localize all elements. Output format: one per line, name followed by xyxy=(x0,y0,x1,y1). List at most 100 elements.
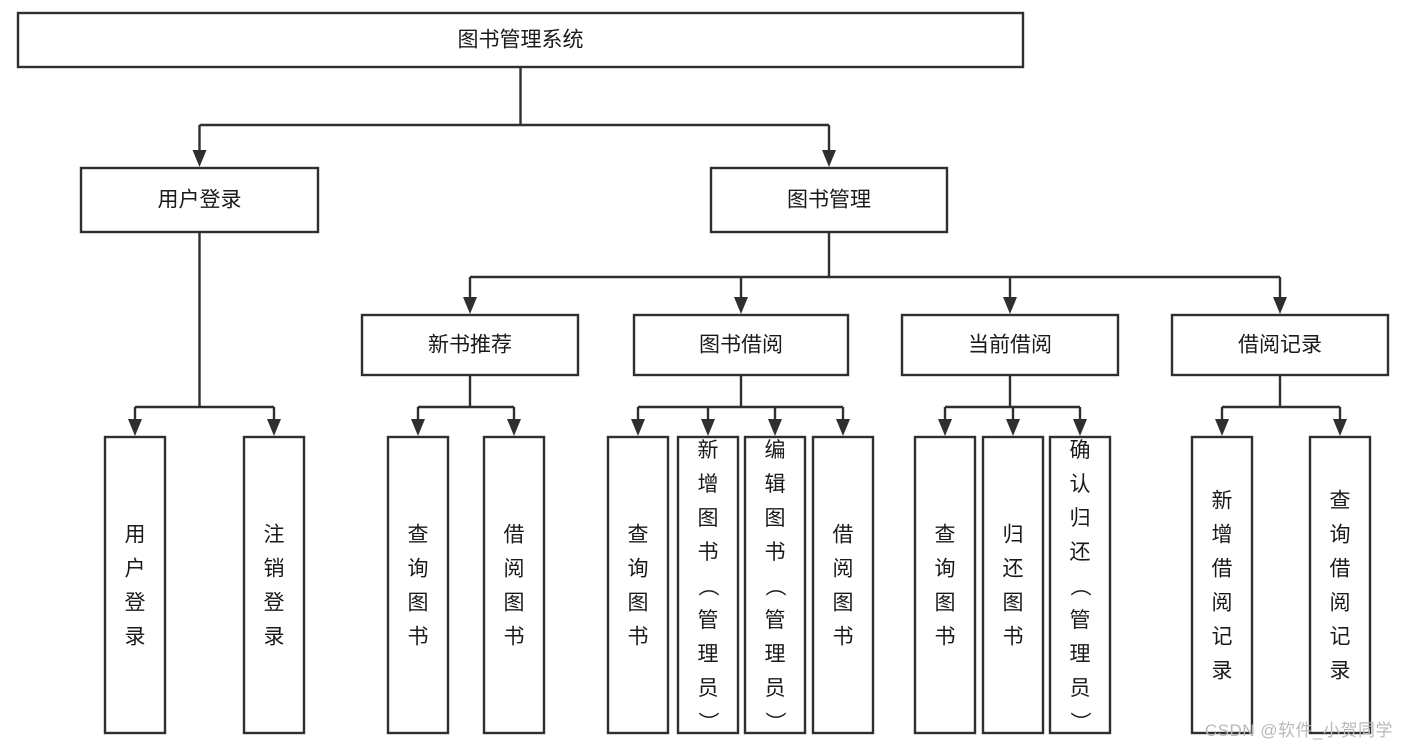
node-label-leaf-add-book-char-8: ） xyxy=(696,712,719,733)
arrow-head xyxy=(1273,297,1287,314)
node-user-login[interactable]: 用户登录 xyxy=(79,166,320,234)
node-label-leaf-user-logout-char-0: 注 xyxy=(264,523,285,546)
node-label-leaf-edit-book-char-3: 书 xyxy=(765,541,786,564)
node-label-leaf-confirm-return-char-2: 归 xyxy=(1070,507,1091,530)
node-root[interactable]: 图书管理系统 xyxy=(16,11,1025,69)
node-label-leaf-return-book-char-1: 还 xyxy=(1003,557,1024,580)
node-label-leaf-confirm-return-char-6: 理 xyxy=(1070,643,1091,666)
node-box-leaf-query-book-1 xyxy=(386,435,450,735)
node-label-leaf-borrow-book-2-char-3: 书 xyxy=(833,625,854,648)
node-book-borrow[interactable]: 图书借阅 xyxy=(632,313,850,377)
node-box-leaf-return-book xyxy=(981,435,1045,735)
node-label-leaf-confirm-return-char-3: 还 xyxy=(1070,541,1091,564)
node-label-leaf-query-book-2-char-3: 书 xyxy=(628,625,649,648)
arrow-head xyxy=(507,419,521,436)
node-box-book-manage xyxy=(709,166,949,234)
node-box-leaf-user-login xyxy=(103,435,167,735)
node-label-leaf-edit-book-char-4: （ xyxy=(763,576,786,597)
node-label-leaf-query-record-char-1: 询 xyxy=(1330,523,1351,546)
node-box-leaf-edit-book xyxy=(743,435,807,735)
arrow-head xyxy=(938,419,952,436)
node-box-leaf-query-record xyxy=(1308,435,1372,735)
node-box-leaf-borrow-book-2 xyxy=(811,435,875,735)
node-label-leaf-add-record-char-4: 记 xyxy=(1212,625,1233,648)
node-label-leaf-query-book-3-char-3: 书 xyxy=(935,625,956,648)
node-label-leaf-query-book-1-char-3: 书 xyxy=(408,625,429,648)
node-label-leaf-add-book-char-4: （ xyxy=(696,576,719,597)
node-label-new-book-rec: 新书推荐 xyxy=(428,334,512,357)
node-label-leaf-query-record-char-4: 记 xyxy=(1330,625,1351,648)
node-box-leaf-add-record xyxy=(1190,435,1254,735)
node-label-leaf-add-record-char-5: 录 xyxy=(1212,659,1233,682)
node-label-leaf-borrow-book-2-char-1: 阅 xyxy=(833,557,854,580)
node-label-leaf-user-login-char-0: 用 xyxy=(125,523,146,546)
node-label-leaf-confirm-return-char-4: （ xyxy=(1068,576,1091,597)
arrow-head xyxy=(836,419,850,436)
arrow-head xyxy=(734,297,748,314)
node-label-leaf-query-book-2-char-2: 图 xyxy=(628,591,649,614)
node-label-leaf-add-book-char-0: 新 xyxy=(698,439,719,462)
arrow-head xyxy=(1006,419,1020,436)
node-label-leaf-confirm-return-char-0: 确 xyxy=(1070,439,1091,462)
node-label-leaf-add-book-char-1: 增 xyxy=(698,473,719,496)
node-label-root: 图书管理系统 xyxy=(458,29,584,52)
node-box-root xyxy=(16,11,1025,69)
node-box-leaf-add-book xyxy=(676,435,740,735)
node-label-leaf-query-book-2-char-1: 询 xyxy=(628,557,649,580)
node-current-borrow[interactable]: 当前借阅 xyxy=(900,313,1120,377)
arrow-head xyxy=(411,419,425,436)
csdn-watermark: CSDN @软件_小贺同学 xyxy=(1204,721,1393,740)
arrow-head xyxy=(192,150,207,167)
node-box-leaf-query-book-3 xyxy=(913,435,977,735)
node-label-leaf-borrow-book-1-char-3: 书 xyxy=(504,625,525,648)
node-label-leaf-return-book-char-3: 书 xyxy=(1003,625,1024,648)
node-box-new-book-rec xyxy=(360,313,580,377)
node-label-leaf-borrow-book-1-char-2: 图 xyxy=(504,591,525,614)
node-label-leaf-user-login-char-2: 登 xyxy=(125,591,146,614)
node-label-leaf-borrow-book-1-char-0: 借 xyxy=(504,523,525,546)
node-label-leaf-user-logout-char-3: 录 xyxy=(264,625,285,648)
node-label-leaf-add-book-char-6: 理 xyxy=(698,643,719,666)
node-borrow-record[interactable]: 借阅记录 xyxy=(1170,313,1390,377)
node-label-leaf-query-record-char-3: 阅 xyxy=(1330,591,1351,614)
node-label-leaf-user-login-char-1: 户 xyxy=(125,557,146,580)
node-label-leaf-query-record-char-5: 录 xyxy=(1330,659,1351,682)
node-label-leaf-return-book-char-0: 归 xyxy=(1003,523,1024,546)
node-label-leaf-user-logout-char-1: 销 xyxy=(264,557,285,580)
arrow-head xyxy=(1003,297,1017,314)
node-label-leaf-query-book-3-char-2: 图 xyxy=(935,591,956,614)
node-label-leaf-edit-book-char-6: 理 xyxy=(765,643,786,666)
node-new-book-rec[interactable]: 新书推荐 xyxy=(360,313,580,377)
node-label-leaf-confirm-return-char-5: 管 xyxy=(1070,609,1091,632)
node-label-leaf-add-record-char-3: 阅 xyxy=(1212,591,1233,614)
node-box-user-login xyxy=(79,166,320,234)
node-label-leaf-query-book-3-char-1: 询 xyxy=(935,557,956,580)
node-label-leaf-user-logout-char-2: 登 xyxy=(264,591,285,614)
node-label-leaf-edit-book-char-5: 管 xyxy=(765,609,786,632)
arrow-head xyxy=(822,150,836,167)
node-box-leaf-borrow-book-1 xyxy=(482,435,546,735)
node-label-leaf-edit-book-char-8: ） xyxy=(763,712,786,733)
node-label-leaf-query-record-char-0: 查 xyxy=(1330,489,1351,512)
node-label-leaf-user-login-char-3: 录 xyxy=(125,625,146,648)
node-leaf-user-login[interactable]: 用户登录 xyxy=(103,435,167,735)
node-book-manage[interactable]: 图书管理 xyxy=(709,166,949,234)
connector-layer xyxy=(128,67,1347,436)
arrow-head xyxy=(1215,419,1229,436)
node-label-borrow-record: 借阅记录 xyxy=(1238,334,1322,357)
node-label-leaf-edit-book-char-7: 员 xyxy=(765,677,786,700)
